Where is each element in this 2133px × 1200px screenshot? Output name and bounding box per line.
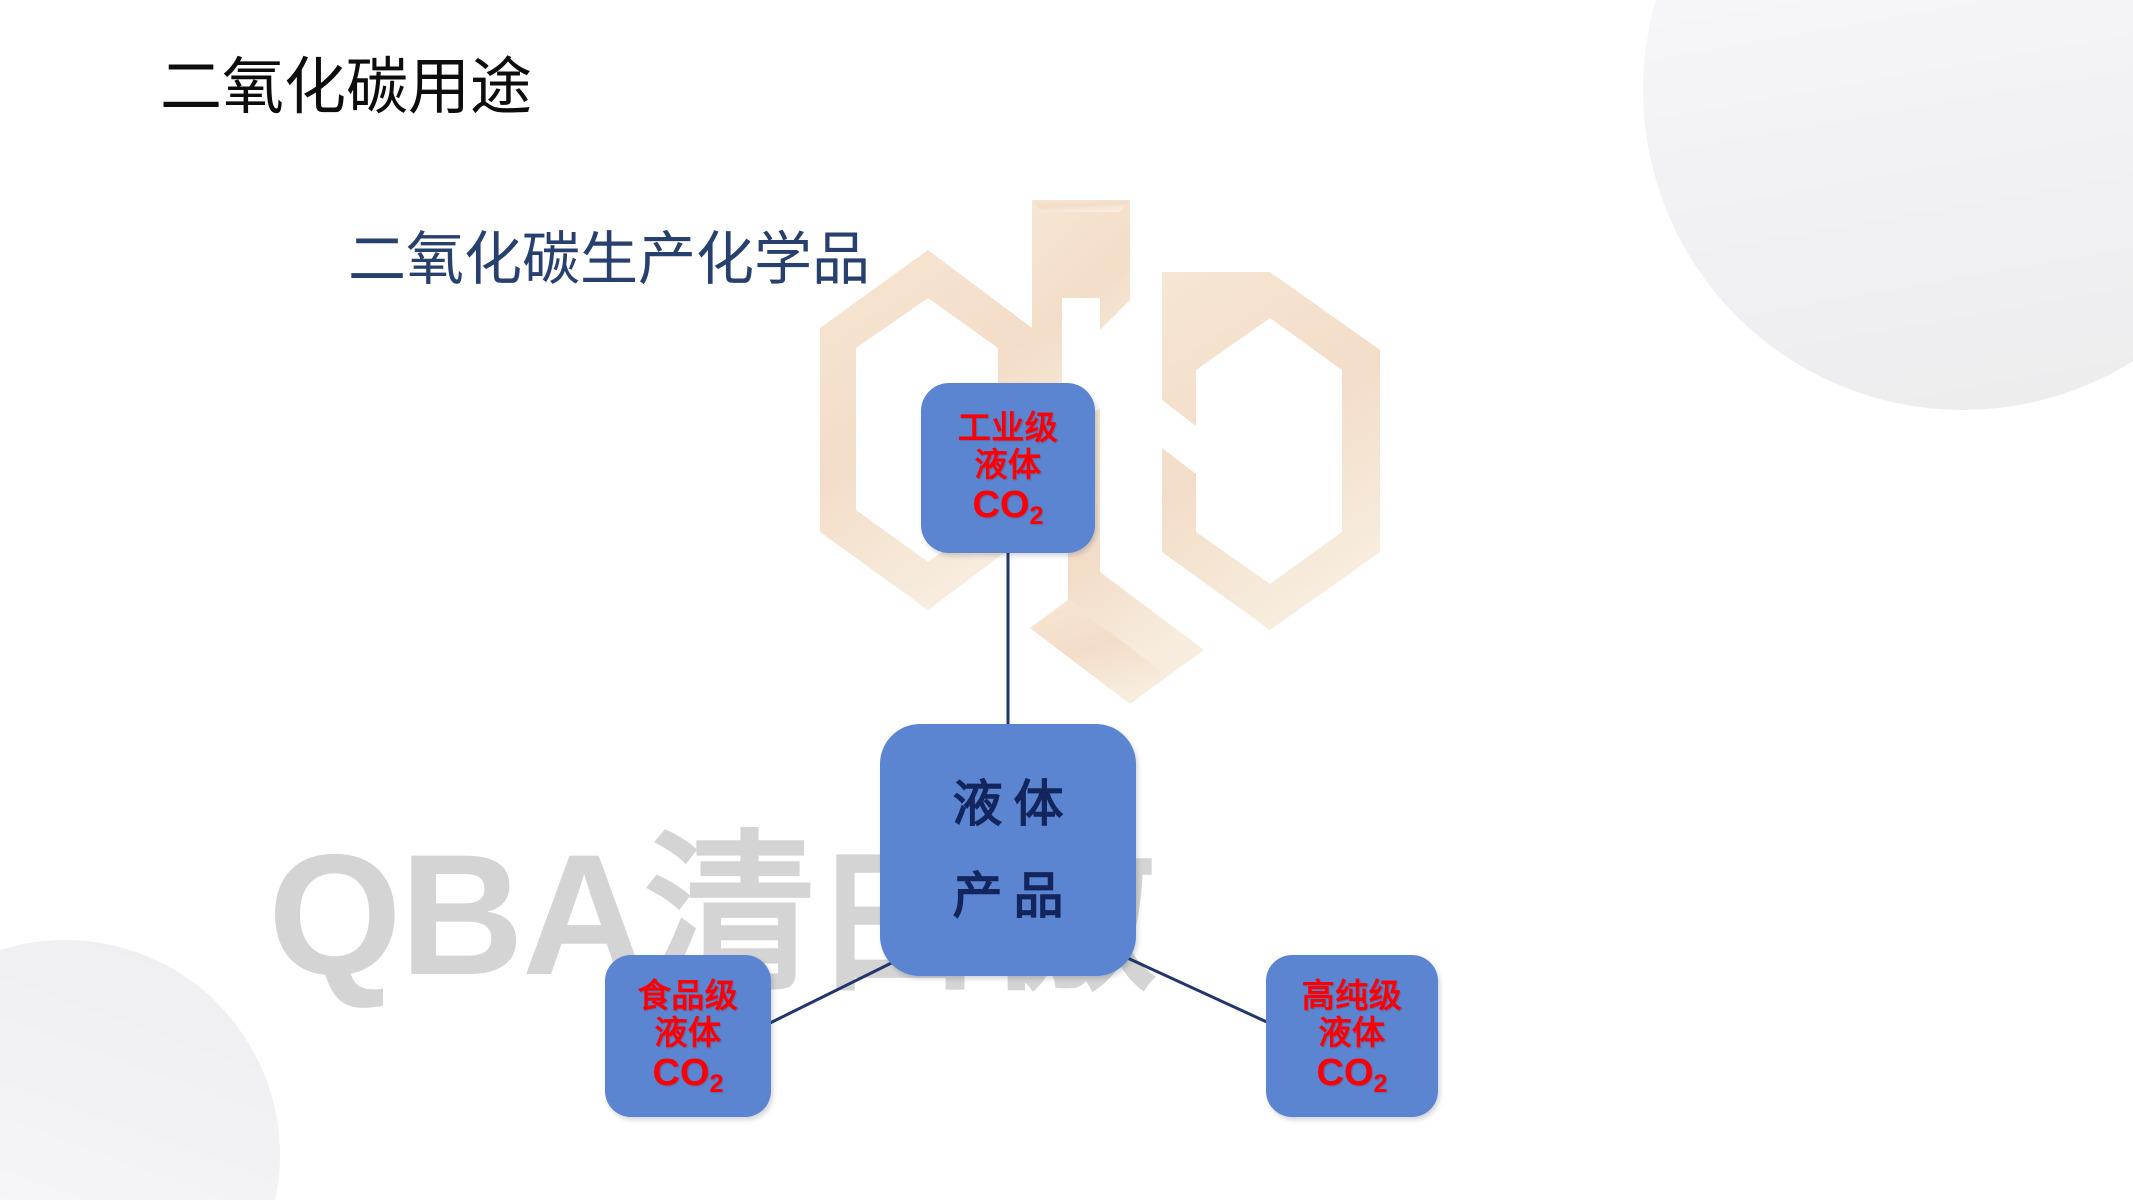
node-high-purity-grade[interactable]: 高纯级 液体 CO2: [1266, 955, 1438, 1117]
decorative-circle-top-right: [1643, 0, 2133, 410]
page-title: 二氧化碳用途: [160, 53, 533, 122]
node-food-grade[interactable]: 食品级 液体 CO2: [605, 955, 771, 1117]
node-industrial-grade-formula: CO2: [972, 483, 1044, 530]
decorative-circle-bottom-left: [0, 940, 280, 1200]
node-high-purity-grade-formula: CO2: [1316, 1051, 1388, 1098]
node-high-purity-grade-line2: 液体: [1318, 1014, 1386, 1052]
node-liquid-products[interactable]: 液体 产品: [880, 724, 1136, 976]
node-food-grade-line2: 液体: [654, 1014, 722, 1052]
node-industrial-grade[interactable]: 工业级 液体 CO2: [921, 383, 1095, 553]
node-food-grade-line1: 食品级: [637, 976, 739, 1014]
section-subtitle: 二氧化碳生产化学品: [348, 227, 871, 292]
node-liquid-products-line1: 液体: [952, 775, 1075, 833]
node-high-purity-grade-line1: 高纯级: [1301, 976, 1403, 1014]
node-industrial-grade-line2: 液体: [974, 446, 1042, 484]
brand-hexagon-logo-icon: [820, 200, 1380, 704]
node-liquid-products-line2: 产品: [952, 867, 1075, 925]
node-food-grade-formula: CO2: [652, 1051, 724, 1098]
node-industrial-grade-line1: 工业级: [957, 408, 1059, 446]
